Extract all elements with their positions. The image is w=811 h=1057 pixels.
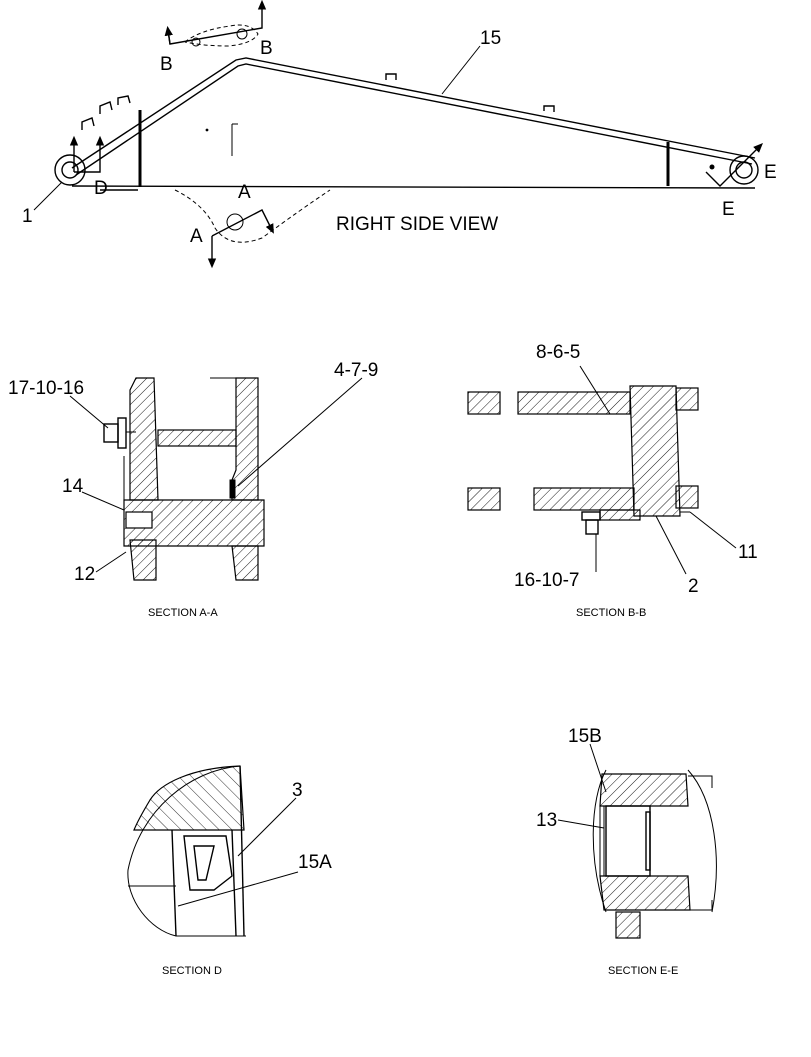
section-e-mark-2: E (722, 199, 735, 220)
section-a-mark-2: A (190, 226, 203, 247)
callout-15: 15 (480, 28, 501, 49)
callout-14: 14 (62, 476, 84, 497)
callout-13: 13 (536, 810, 557, 831)
section-a-mark-1: A (238, 182, 251, 203)
callout-17-10-16: 17-10-16 (8, 378, 84, 399)
callout-4-7-9: 4-7-9 (334, 360, 378, 381)
callout-1: 1 (22, 206, 33, 227)
section-bb-view: 8-6-5 11 16-10-7 2 SECTION B-B (467, 342, 758, 619)
callout-3: 3 (292, 780, 303, 801)
right-side-view-title: RIGHT SIDE VIEW (336, 214, 498, 235)
callout-2: 2 (688, 576, 699, 597)
section-b-mark-1: B (160, 54, 173, 75)
callout-15b: 15B (568, 726, 602, 747)
section-aa-caption: SECTION A-A (148, 607, 218, 619)
right-side-view: 1 15 B B D A A E E RIGHT SIDE VIEW (22, 0, 777, 269)
section-d-view: 3 15A SECTION D (127, 765, 332, 977)
section-ee-view: 15B 13 SECTION E-E (536, 726, 717, 977)
section-aa-view: 17-10-16 4-7-9 14 12 SECTION A-A (8, 360, 378, 619)
callout-16-10-7: 16-10-7 (514, 570, 580, 591)
callout-8-6-5: 8-6-5 (536, 342, 580, 363)
callout-12: 12 (74, 564, 95, 585)
section-e-mark-1: E (764, 162, 777, 183)
section-d-caption: SECTION D (162, 965, 222, 977)
section-cut-lines (69, 0, 763, 269)
boom-outline (54, 24, 759, 243)
section-b-mark-2: B (260, 38, 273, 59)
leader-1 (33, 181, 63, 211)
section-ee-caption: SECTION E-E (608, 965, 678, 977)
section-d-mark: D (94, 178, 108, 199)
section-bb-caption: SECTION B-B (576, 607, 646, 619)
callout-15a: 15A (298, 852, 332, 873)
leader-15 (441, 45, 481, 95)
callout-11: 11 (738, 542, 758, 563)
